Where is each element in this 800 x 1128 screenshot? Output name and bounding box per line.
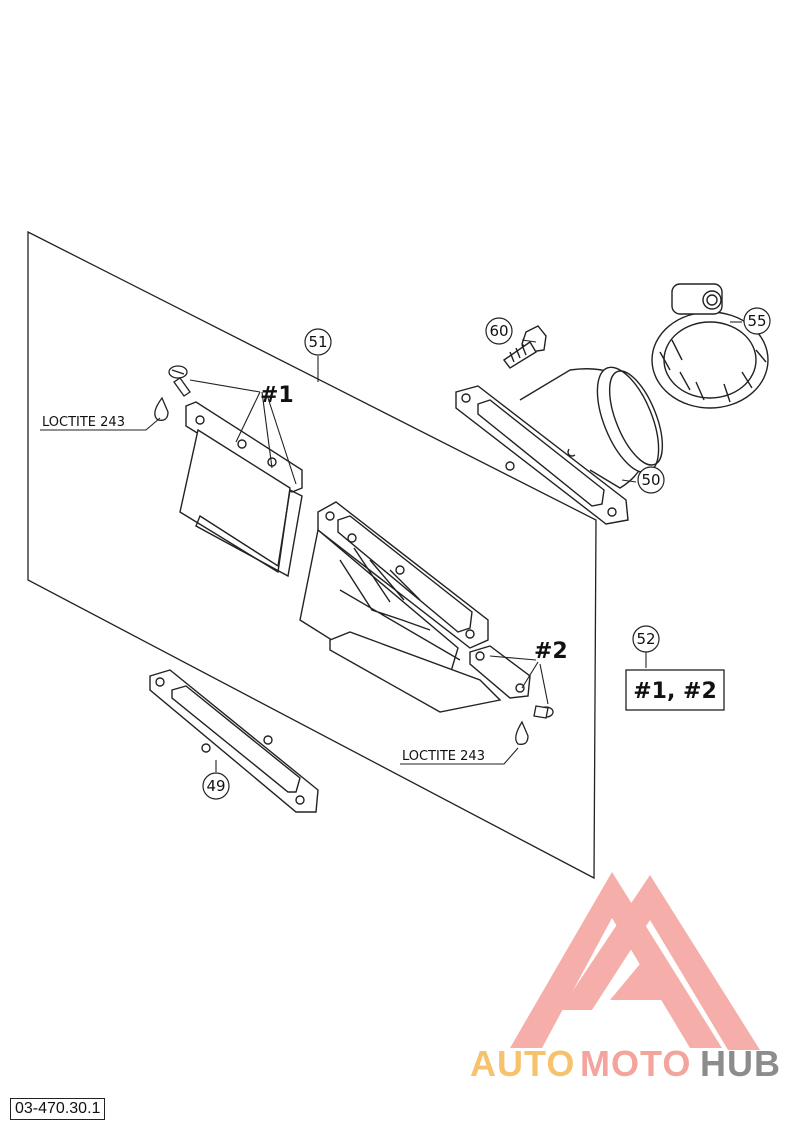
ref-1-label: #1 [260, 383, 294, 408]
kit-reference-box: #1, #2 [625, 669, 725, 711]
gasket-49 [149, 669, 319, 813]
assembly-frame [27, 230, 597, 880]
callout-60-text: 60 [489, 322, 508, 340]
watermark-hub: HUB [700, 1043, 781, 1084]
loctite-drop-bottom-icon [515, 720, 529, 745]
callout-49-text: 49 [206, 777, 225, 795]
watermark-text: AUTO MOTO HUB [470, 1043, 781, 1084]
drawing-code: 03-470.30.1 [10, 1098, 106, 1120]
watermark-auto: AUTO [470, 1043, 575, 1084]
callout-55-text: 55 [747, 312, 766, 330]
loctite-drop-top-icon [154, 396, 169, 421]
callout-52-text: 52 [636, 630, 655, 648]
callout-51: 51 [304, 328, 332, 356]
callout-60: 60 [485, 317, 513, 345]
callout-50-text: 50 [641, 471, 660, 489]
callout-50: 50 [637, 466, 665, 494]
hose-clamp-55 [651, 283, 769, 409]
callout-52: 52 [632, 625, 660, 653]
reed-stopper-2 [469, 645, 531, 699]
kit-reference-text: #1, #2 [633, 679, 717, 704]
loctite-label-top: LOCTITE 243 [42, 415, 125, 430]
watermark-moto: MOTO [580, 1043, 691, 1084]
watermark-logo [510, 872, 760, 1050]
reed-valve-block [299, 501, 502, 713]
ref-2-label: #2 [534, 639, 568, 664]
screw-top [168, 365, 191, 397]
bolt-60 [503, 325, 547, 369]
loctite-label-bottom: LOCTITE 243 [402, 749, 485, 764]
reed-stopper-1 [179, 401, 303, 578]
screw-bottom [533, 705, 554, 719]
callout-55: 55 [743, 307, 771, 335]
callout-49: 49 [202, 772, 230, 800]
callout-51-text: 51 [308, 333, 327, 351]
intake-manifold-50 [455, 366, 664, 525]
leader-lines [40, 321, 742, 772]
